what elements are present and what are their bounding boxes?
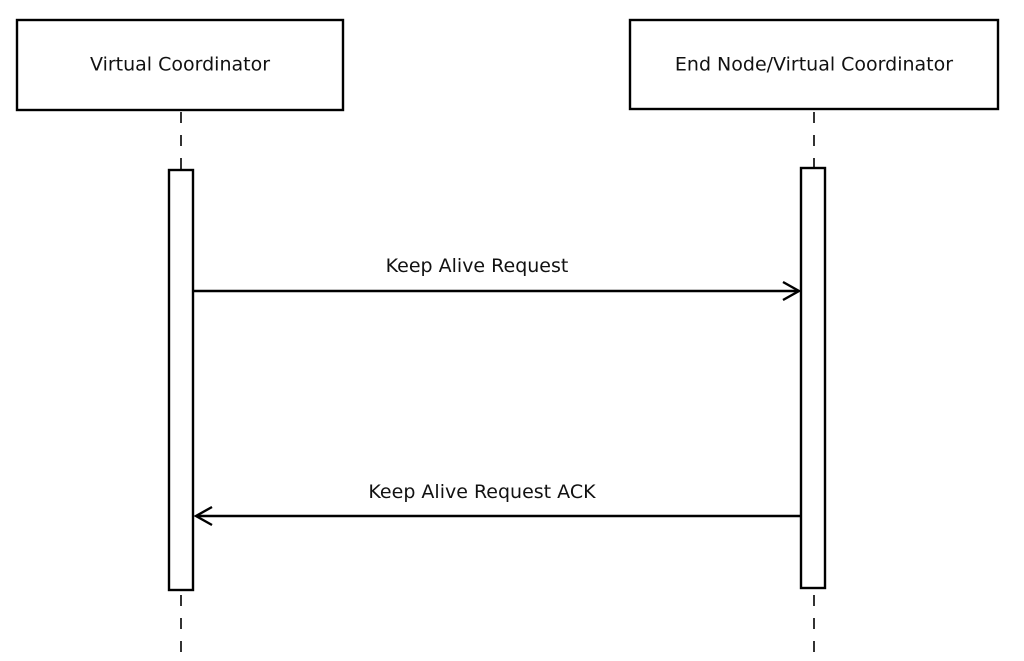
arrowhead-left-icon: [193, 505, 213, 527]
message-label: Keep Alive Request ACK: [368, 481, 596, 503]
participant-box: [628, 18, 1000, 111]
message-label: Keep Alive Request: [386, 255, 569, 277]
message-keep-alive-request: Keep Alive Request: [193, 255, 802, 302]
participant-end-node-virtual-coordinator: End Node/Virtual Coordinator: [628, 18, 1000, 111]
participant-virtual-coordinator: Virtual Coordinator: [15, 18, 345, 112]
participant-label: End Node/Virtual Coordinator: [675, 54, 953, 76]
activation-bar-end-node-virtual-coordinator: [799, 166, 827, 590]
participant-box: [15, 18, 345, 112]
participant-label: Virtual Coordinator: [90, 54, 270, 76]
activation-bar-virtual-coordinator: [167, 168, 195, 592]
arrowhead-right-icon: [782, 280, 802, 302]
message-keep-alive-request-ack: Keep Alive Request ACK: [193, 481, 801, 527]
